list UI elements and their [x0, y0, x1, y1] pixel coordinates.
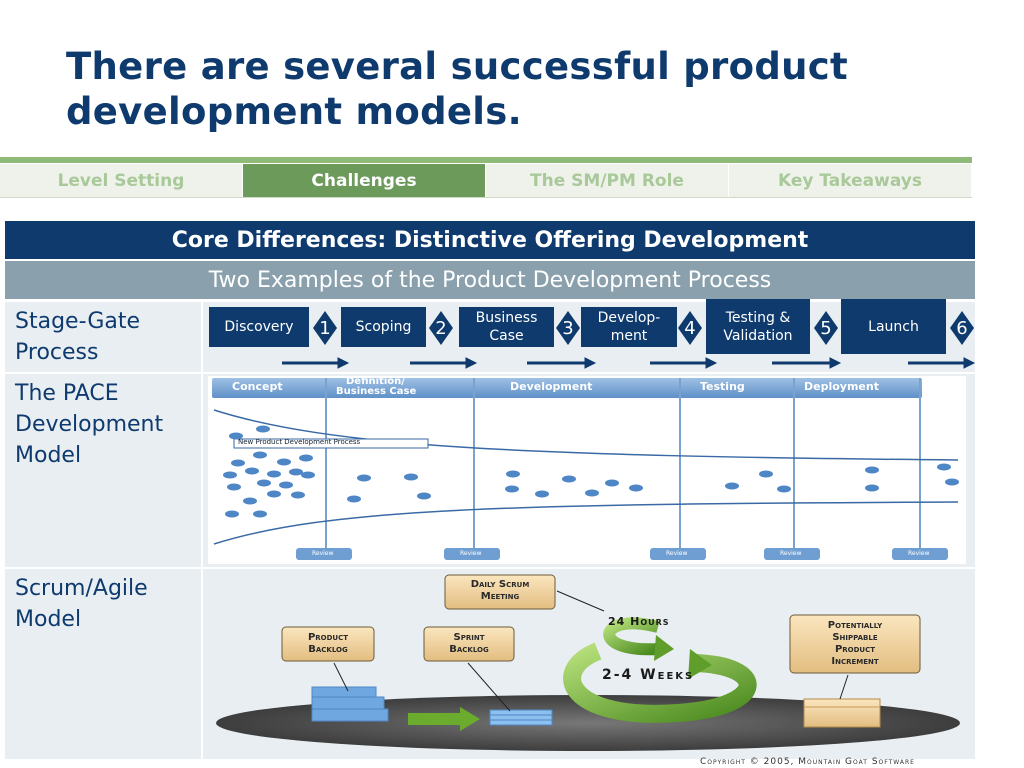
- stage-label: Discovery: [224, 319, 294, 335]
- stage-label: Scoping: [355, 319, 412, 335]
- pace-funnel-label: New Product Development Process: [238, 438, 361, 446]
- row-label-stage-gate: Stage-Gate Process: [5, 302, 203, 373]
- tab-key-takeaways[interactable]: Key Takeaways: [729, 164, 972, 197]
- stage-development: Develop- ment: [581, 307, 677, 347]
- daily-scrum-callout: Daily Scrum Meeting: [445, 579, 555, 603]
- callout-line: Backlog: [308, 644, 348, 655]
- callout-line: Product: [307, 632, 349, 643]
- pace-phase-label: Business Case: [336, 386, 417, 397]
- stage-label: Develop-: [597, 310, 661, 326]
- callout-line: Increment: [831, 656, 879, 667]
- slide-title: There are several successful product dev…: [66, 44, 966, 134]
- gate-3: 3: [556, 311, 580, 345]
- title-line-2: development models.: [66, 90, 522, 133]
- product-backlog-callout: Product Backlog: [282, 632, 374, 656]
- pace-phase-label: Concept: [232, 380, 283, 393]
- sprint-backlog-callout: Sprint Backlog: [424, 632, 514, 656]
- tab-challenges[interactable]: Challenges: [243, 164, 486, 197]
- gate-number: 5: [820, 317, 832, 339]
- stage-testing-validation: Testing & Validation: [706, 299, 810, 354]
- gate-number: 6: [956, 317, 968, 339]
- row-label-line: Stage-Gate: [15, 309, 141, 334]
- scrum-diagram: Daily Scrum Meeting Product Backlog Spri…: [208, 571, 970, 755]
- gate-number: 2: [435, 317, 447, 339]
- pace-diagram: Concept Definition/ Business Case Develo…: [208, 376, 966, 564]
- gate-4: 4: [678, 311, 702, 345]
- tab-level-setting[interactable]: Level Setting: [0, 164, 243, 197]
- row-label-line: Process: [15, 340, 99, 365]
- gate-number: 4: [684, 317, 696, 339]
- hours-label: 24 Hours: [608, 615, 670, 628]
- title-line-1: There are several successful product: [66, 45, 848, 88]
- table-header: Core Differences: Distinctive Offering D…: [5, 221, 975, 259]
- pace-review-label: Review: [666, 550, 688, 557]
- row-label-line: Model: [15, 607, 82, 632]
- stage-business-case: Business Case: [459, 307, 554, 347]
- gate-2: 2: [429, 311, 453, 345]
- pace-review-label: Review: [312, 550, 334, 557]
- pace-phase-label: Deployment: [804, 380, 879, 393]
- stage-label: ment: [610, 328, 648, 344]
- row-label-line: Model: [15, 443, 82, 468]
- callout-line: Backlog: [449, 644, 489, 655]
- section-tabs: Level Setting Challenges The SM/PM Role …: [0, 164, 972, 198]
- weeks-label: 2-4 Weeks: [602, 667, 695, 683]
- stage-label: Launch: [868, 318, 919, 335]
- copyright-notice: Copyright © 2005, Mountain Goat Software: [700, 757, 915, 767]
- row-label-scrum: Scrum/Agile Model: [5, 569, 203, 759]
- tab-bar-accent: [0, 157, 972, 163]
- callout-line: Sprint: [453, 632, 485, 643]
- callout-line: Meeting: [480, 591, 520, 602]
- row-label-line: The PACE: [15, 381, 119, 406]
- pace-review-label: Review: [908, 550, 930, 557]
- row-label-pace: The PACE Development Model: [5, 374, 203, 568]
- stage-label: Testing &: [725, 309, 791, 326]
- stage-flow-arrows: [282, 357, 976, 369]
- gate-1: 1: [313, 311, 337, 345]
- pace-phase-label: Development: [510, 380, 593, 393]
- gate-5: 5: [814, 311, 838, 345]
- callout-line: Product: [834, 644, 876, 655]
- row-label-line: Scrum/Agile: [15, 576, 148, 601]
- gate-number: 1: [319, 317, 331, 339]
- tab-sm-pm-role[interactable]: The SM/PM Role: [486, 164, 729, 197]
- gate-6: 6: [950, 311, 974, 345]
- increment-callout: Potentially Shippable Product Increment: [790, 620, 920, 668]
- table-subheader: Two Examples of the Product Development …: [5, 261, 975, 299]
- stage-label: Validation: [723, 327, 793, 344]
- stage-discovery: Discovery: [209, 307, 309, 347]
- pace-phase-label: Definition/: [346, 376, 405, 387]
- callout-line: Potentially: [827, 620, 883, 631]
- stage-label: Case: [489, 328, 524, 344]
- gate-number: 3: [562, 317, 574, 339]
- callout-line: Shippable: [832, 632, 878, 643]
- callout-line: Daily Scrum: [470, 579, 530, 590]
- pace-review-label: Review: [460, 550, 482, 557]
- pace-phase-label: Testing: [700, 380, 745, 393]
- pace-review-label: Review: [780, 550, 802, 557]
- row-label-line: Development: [15, 412, 164, 437]
- stage-label: Business: [475, 310, 538, 326]
- stage-launch: Launch: [841, 299, 946, 354]
- stage-scoping: Scoping: [341, 307, 426, 347]
